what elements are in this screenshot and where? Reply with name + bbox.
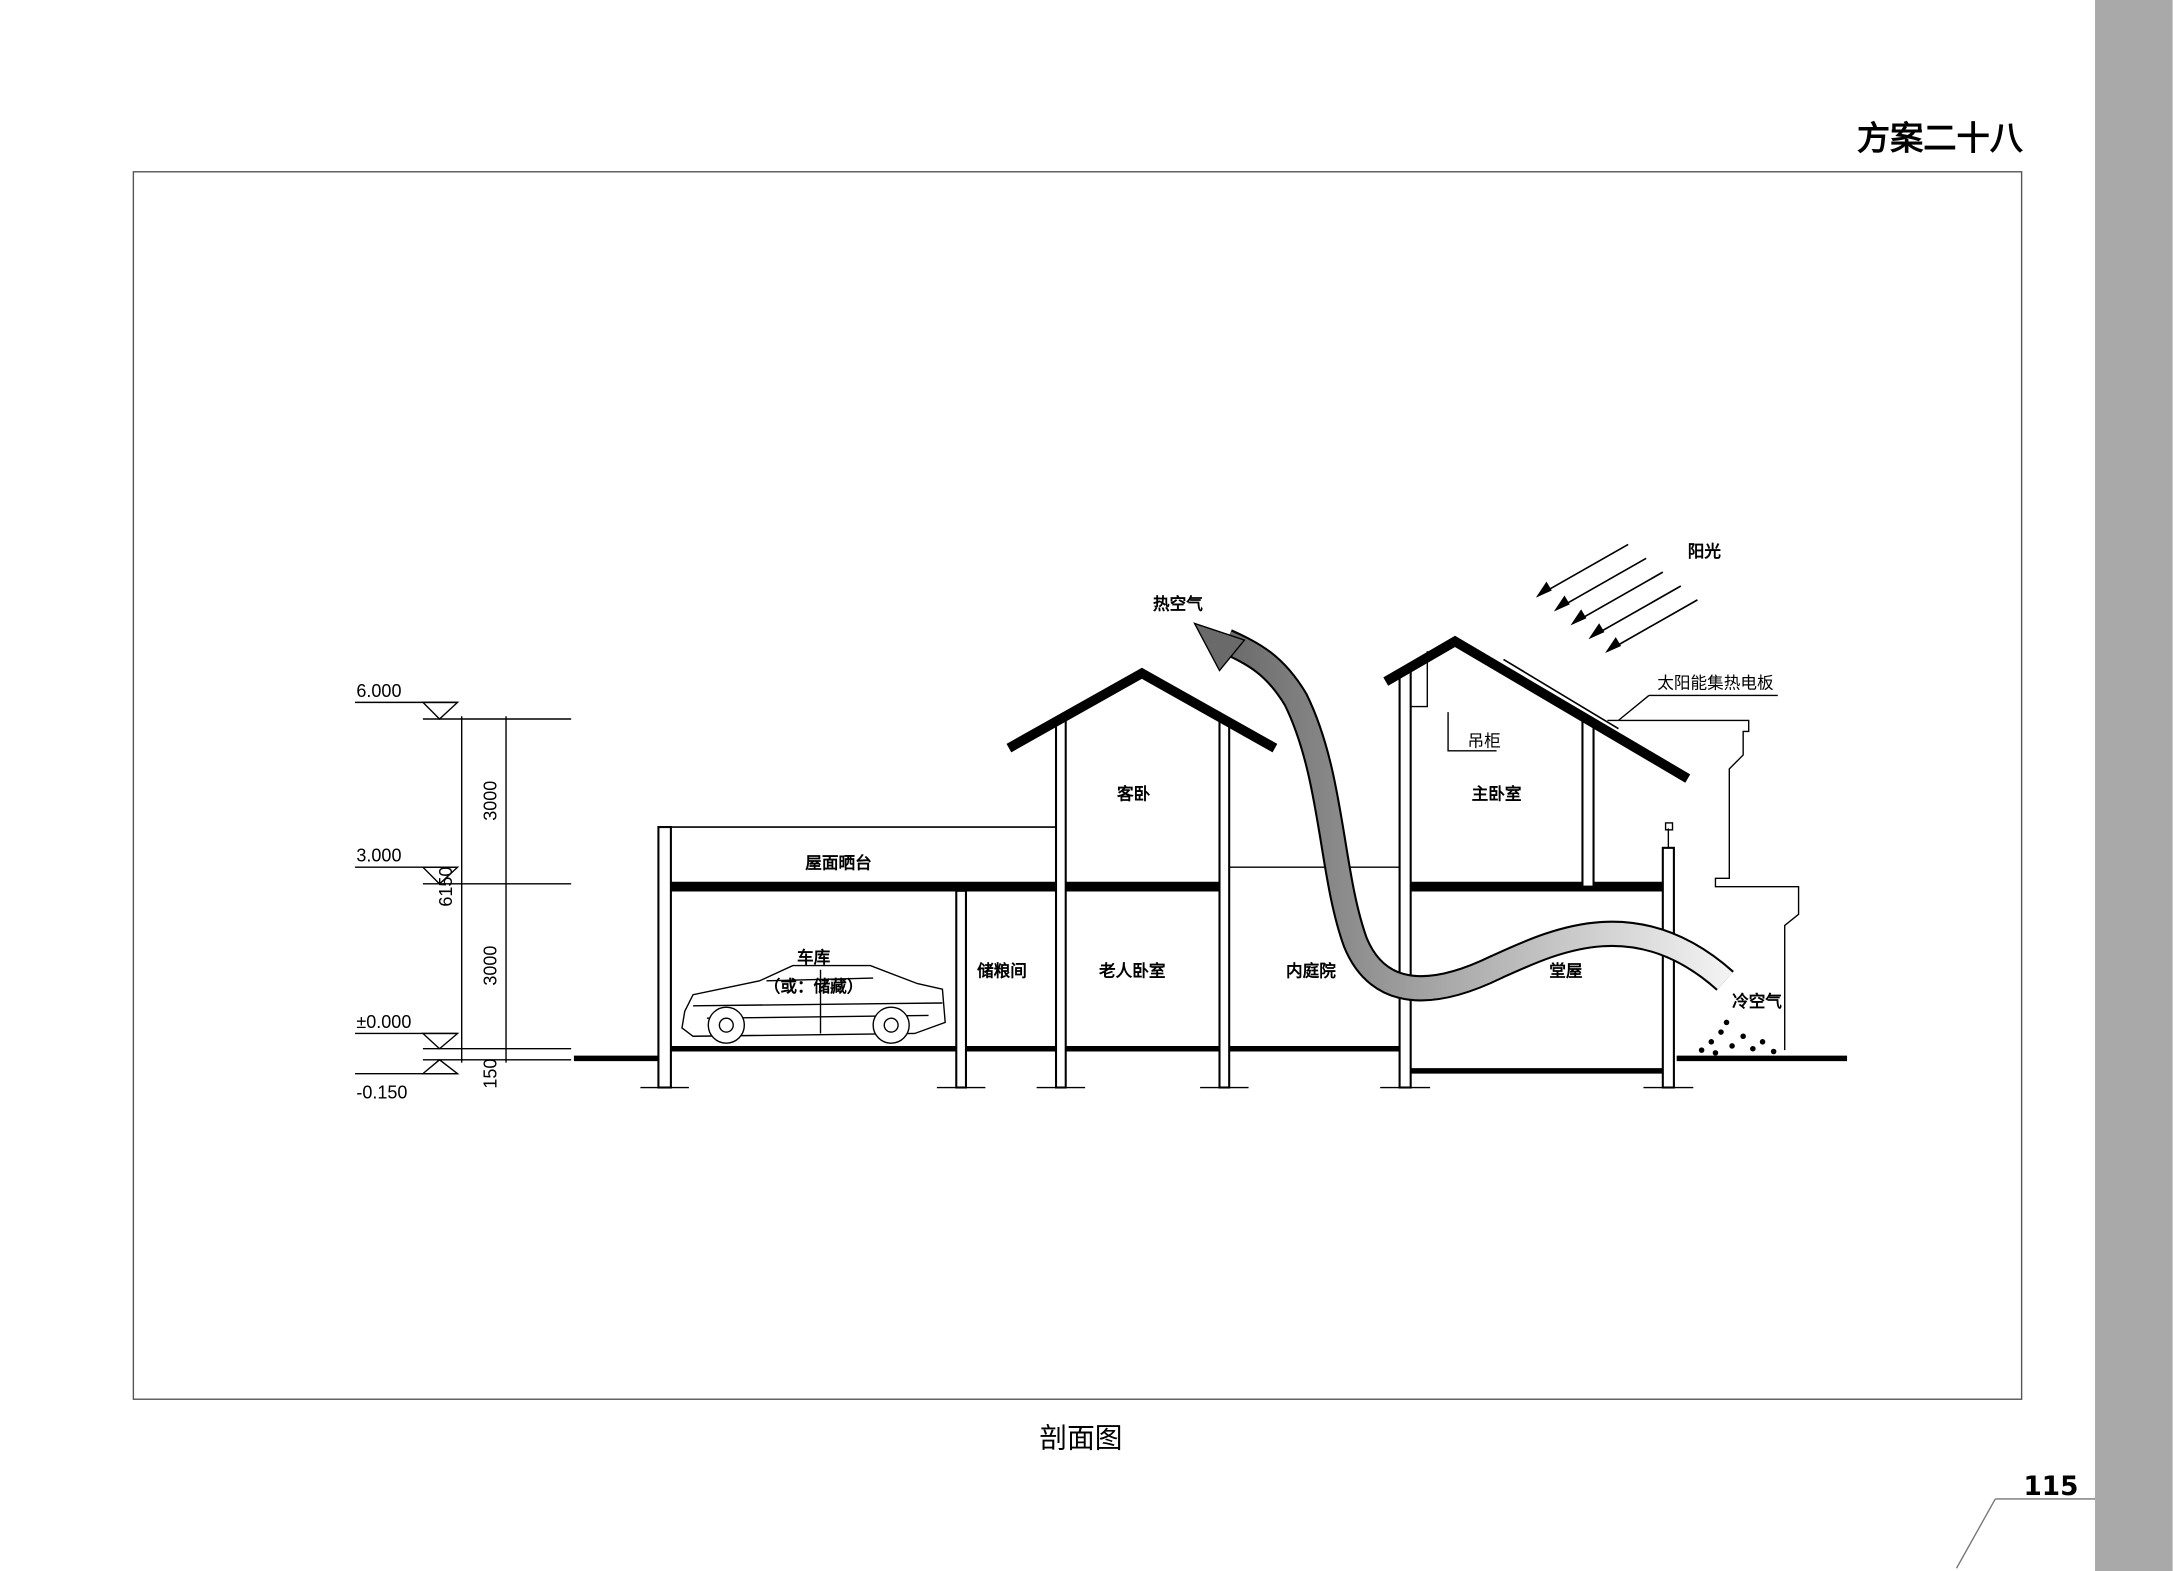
building-section <box>573 635 1848 1089</box>
dimension-total: 6150 <box>436 867 456 907</box>
label-garage-alt: （或：储藏） <box>764 976 864 996</box>
label-grain-storage: 储粮间 <box>977 961 1027 981</box>
side-bar <box>2095 0 2173 1571</box>
shrub-icon <box>1698 1019 1777 1056</box>
sunlight-arrows <box>1535 543 1698 654</box>
label-guest-bedroom: 客卧 <box>1116 783 1151 803</box>
label-hanging-cabinet: 吊柜 <box>1467 732 1500 751</box>
drawing-frame <box>132 171 2023 1400</box>
page-title: 方案二十八 <box>1857 119 2024 158</box>
car-icon <box>681 964 946 1044</box>
airflow-arrow <box>1193 622 1734 1002</box>
dimension-upper: 3000 <box>480 781 500 821</box>
elevation-scale <box>355 701 572 1075</box>
dimension-base: 150 <box>480 1059 500 1089</box>
label-garage: 车库 <box>797 947 831 967</box>
page-number: 115 <box>2023 1472 2078 1502</box>
label-master-bedroom: 主卧室 <box>1472 783 1522 803</box>
drawing-caption: 剖面图 <box>1039 1422 1122 1455</box>
elevation-minus-0150: -0.150 <box>356 1083 407 1103</box>
label-sunlight: 阳光 <box>1688 541 1722 561</box>
label-roof-terrace: 屋面晒台 <box>805 853 871 873</box>
label-inner-courtyard: 内庭院 <box>1286 961 1336 981</box>
label-hot-air: 热空气 <box>1153 594 1203 614</box>
label-elder-bedroom: 老人卧室 <box>1098 961 1166 981</box>
elevation-6000: 6.000 <box>356 681 401 701</box>
dimension-lower: 3000 <box>480 946 500 986</box>
label-solar-panel: 太阳能集热电板 <box>1657 674 1774 693</box>
label-cold-air: 冷空气 <box>1732 991 1782 1011</box>
label-main-hall: 堂屋 <box>1549 961 1583 981</box>
elevation-0000: ±0.000 <box>356 1012 411 1032</box>
elevation-3000: 3.000 <box>356 846 401 866</box>
page-number-corner <box>1955 1498 2096 1569</box>
